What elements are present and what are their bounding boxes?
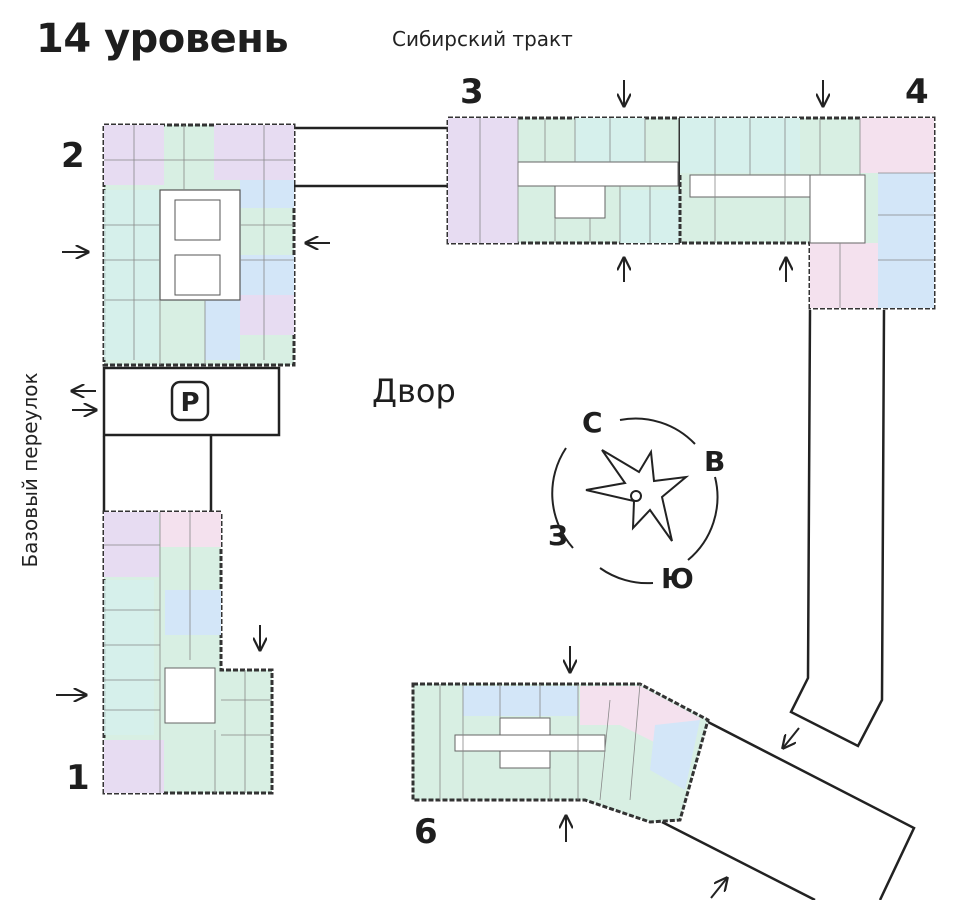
section-number-1: 1 [66,758,90,798]
passages [102,126,916,900]
building-section-3 [446,116,682,245]
level-title: 14 уровень [36,16,289,62]
parking-block: P [102,366,281,437]
street-label-north: Сибирский тракт [392,27,573,51]
building-section-4 [678,116,936,310]
section-number-2: 2 [61,136,85,176]
compass-north-label: С [582,406,603,439]
building-section-6 [411,682,710,824]
building-section-2 [102,123,296,367]
section-number-4: 4 [905,72,929,112]
compass-star-icon [585,448,690,542]
section-number-6: 6 [414,812,438,852]
yard-label: Двор [372,372,456,410]
entrance-arrows [56,80,823,899]
compass-rose [551,417,719,585]
section-number-3: 3 [460,72,484,112]
parking-icon [170,380,210,422]
parking-label: P [180,388,199,418]
building-section-1 [102,510,274,795]
compass-south-label: Ю [661,562,694,595]
compass-east-label: В [704,445,726,478]
compass-west-label: З [548,519,568,552]
